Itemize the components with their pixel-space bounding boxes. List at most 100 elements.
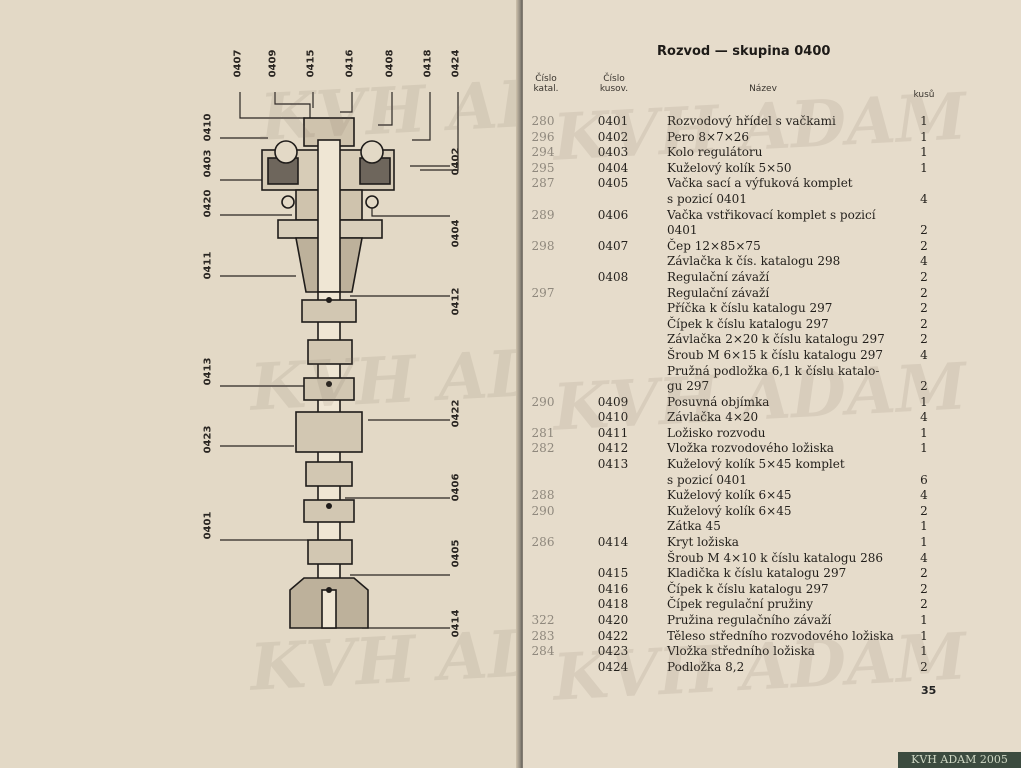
quantity-cell: 4 — [920, 191, 928, 206]
catalog-number-cell: 294 — [531, 145, 555, 160]
piece-number-cell: 0413 — [597, 457, 629, 472]
callout-label: 0413 — [202, 357, 214, 386]
piece-number-cell: 0422 — [597, 628, 629, 643]
piece-number-cell: 0405 — [597, 176, 629, 191]
part-name-cell: Závlačka k čís. katalogu 298 — [667, 254, 841, 269]
quantity-cell: 1 — [920, 535, 928, 550]
part-name-cell: Pružná podložka 6,1 k číslu katalo- — [667, 363, 880, 378]
part-name-cell: Vačka sací a výfuková komplet — [667, 176, 853, 191]
catalog-number-cell: 290 — [531, 503, 555, 518]
quantity-cell: 1 — [920, 114, 928, 128]
part-name-cell: Vložka středního ložiska — [667, 644, 815, 659]
catalog-number-cell: 286 — [531, 535, 555, 550]
callout-label: 0416 — [344, 49, 356, 78]
part-name-cell: Příčka k číslu katalogu 297 — [667, 301, 833, 316]
callout-label: 0404 — [450, 219, 462, 248]
piece-number-cell: 0408 — [597, 269, 629, 284]
callout-label: 0422 — [450, 399, 462, 428]
quantity-cell: 2 — [920, 332, 928, 347]
catalog-number-cell: 296 — [531, 129, 555, 144]
piece-number-cell: 0416 — [597, 581, 629, 596]
part-name-cell: Těleso středního rozvodového ložiska — [667, 628, 894, 643]
part-name-cell: Čep 12×85×75 — [667, 238, 761, 253]
piece-number-cell: 0403 — [597, 145, 629, 160]
header-piece-number: Číslo kusov. — [599, 74, 629, 94]
piece-number-cell: 0423 — [597, 644, 629, 659]
header-catalog-number: Číslo katal. — [533, 74, 559, 94]
catalog-number-cell: 298 — [531, 238, 555, 253]
piece-number-cell: 0409 — [597, 394, 629, 409]
part-name-cell: Kuželový kolík 6×45 — [667, 503, 792, 518]
quantity-cell: 4 — [920, 347, 928, 362]
table-row: 290 Kuželový kolík 6×45 2 — [523, 504, 1021, 520]
right-page: Rozvod — skupina 0400 Číslo katal. Číslo… — [523, 0, 1021, 768]
header-quantity: kusů — [913, 90, 935, 100]
part-name-cell: 0401 — [667, 223, 698, 238]
table-row: 287 0405 Vačka sací a výfuková komplet — [523, 176, 1021, 192]
part-name-cell: Rozvodový hřídel s vačkami — [667, 114, 836, 128]
quantity-cell: 1 — [920, 145, 928, 160]
catalog-number-cell: 283 — [531, 628, 555, 643]
part-name-cell: Regulační závaží — [667, 285, 770, 300]
quantity-cell: 2 — [920, 503, 928, 518]
quantity-cell: 1 — [920, 519, 928, 534]
part-name-cell: Podložka 8,2 — [667, 659, 745, 674]
camshaft-drawing — [220, 92, 459, 629]
quantity-cell: 6 — [920, 472, 928, 487]
callout-label: 0406 — [450, 473, 462, 502]
piece-number-cell: 0402 — [597, 129, 629, 144]
part-name-cell: Regulační závaží — [667, 269, 770, 284]
quantity-cell: 1 — [920, 160, 928, 175]
callout-label: 0420 — [202, 189, 214, 218]
callout-label: 0408 — [384, 49, 396, 78]
callout-label: 0424 — [450, 49, 462, 78]
catalog-number-cell: 287 — [531, 176, 555, 191]
quantity-cell: 4 — [920, 488, 928, 503]
part-name-cell: Kryt ložiska — [667, 535, 739, 550]
callout-label: 0414 — [450, 609, 462, 638]
quantity-cell: 4 — [920, 254, 928, 269]
part-name-cell: Pružina regulačního závaží — [667, 613, 832, 627]
callout-label: 0423 — [202, 425, 214, 454]
part-name-cell: Kuželový kolík 5×50 — [667, 160, 792, 175]
part-name-cell: Posuvná objímka — [667, 394, 770, 409]
corner-stamp: KVH ADAM 2005 — [898, 752, 1021, 768]
table-row: Pružná podložka 6,1 k číslu katalo- — [523, 364, 1021, 380]
part-name-cell: Šroub M 6×15 k číslu katalogu 297 — [667, 347, 884, 362]
quantity-cell: 4 — [920, 410, 928, 425]
catalog-number-cell: 284 — [531, 644, 555, 659]
piece-number-cell: 0412 — [597, 441, 629, 456]
catalog-number-cell: 322 — [531, 613, 555, 627]
part-name-cell: Vačka vstřikovací komplet s pozicí — [667, 207, 876, 222]
piece-number-cell: 0415 — [597, 566, 629, 581]
catalog-number-cell: 290 — [531, 394, 555, 409]
quantity-cell: 1 — [920, 441, 928, 456]
left-page: 0407 0409 0415 0416 0408 0418 0424 0410 … — [0, 0, 518, 768]
catalog-number-cell: 288 — [531, 488, 555, 503]
part-name-cell: Šroub M 4×10 k číslu katalogu 286 — [667, 550, 884, 565]
callout-label: 0409 — [267, 49, 279, 78]
callout-label: 0415 — [305, 49, 317, 78]
callout-label: 0405 — [450, 539, 462, 568]
callout-label: 0401 — [202, 511, 214, 540]
quantity-cell: 1 — [920, 129, 928, 144]
book-gutter — [516, 0, 526, 768]
